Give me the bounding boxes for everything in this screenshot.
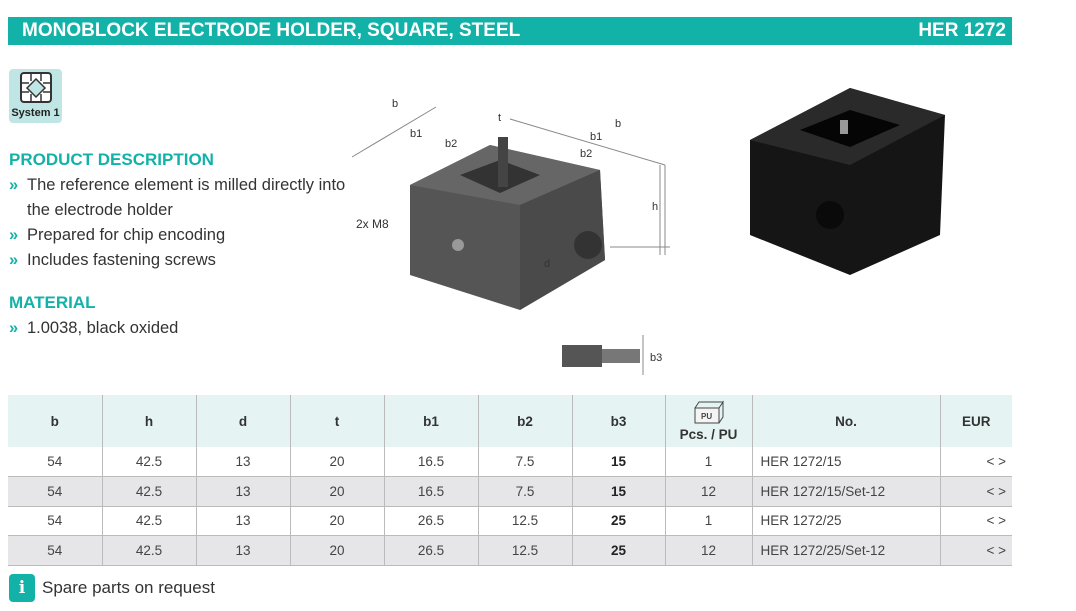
col-d: d <box>195 395 290 447</box>
cell-b2: 12.5 <box>477 506 572 536</box>
cell-d: 13 <box>195 535 290 566</box>
product-description-heading: PRODUCT DESCRIPTION <box>9 150 214 169</box>
dim-b3: b3 <box>650 352 662 364</box>
col-pcs-pu: PU Pcs. / PU <box>664 395 752 447</box>
cell-h: 42.5 <box>101 476 196 507</box>
dim-d: d <box>544 258 550 270</box>
description-list: The reference element is milled directly… <box>9 173 349 273</box>
dim-b-right: b <box>615 118 621 130</box>
cell-b3: 15 <box>571 476 665 507</box>
cell-eur[interactable]: < > <box>939 447 1012 477</box>
spare-parts-note: i Spare parts on request <box>9 574 215 602</box>
cell-h: 42.5 <box>101 447 196 477</box>
dim-b2-right: b2 <box>580 148 592 160</box>
cell-b1: 26.5 <box>383 535 478 566</box>
cell-b: 54 <box>8 476 102 507</box>
cell-eur[interactable]: < > <box>939 476 1012 507</box>
cell-pcs: 12 <box>664 535 752 566</box>
cell-t: 20 <box>289 476 384 507</box>
product-table: b h d t b1 b2 b3 PU Pcs. / PU No. EUR 54… <box>8 395 1012 566</box>
cell-eur[interactable]: < > <box>939 535 1012 566</box>
cell-b: 54 <box>8 447 102 477</box>
col-b2: b2 <box>477 395 572 447</box>
cell-pcs: 1 <box>664 447 752 477</box>
cell-no: HER 1272/15 <box>751 447 940 477</box>
dim-b1-right: b1 <box>590 131 602 143</box>
list-item: The reference element is milled directly… <box>9 173 349 223</box>
cell-d: 13 <box>195 476 290 507</box>
title-bar: MONOBLOCK ELECTRODE HOLDER, SQUARE, STEE… <box>8 17 1012 45</box>
cell-h: 42.5 <box>101 535 196 566</box>
cell-no: HER 1272/25 <box>751 506 940 536</box>
dim-t: t <box>498 112 501 124</box>
dim-b2: b2 <box>445 138 457 150</box>
cell-b1: 26.5 <box>383 506 478 536</box>
dim-b1: b1 <box>410 128 422 140</box>
cell-b2: 7.5 <box>477 447 572 477</box>
cell-no: HER 1272/25/Set-12 <box>751 535 940 566</box>
page-title: MONOBLOCK ELECTRODE HOLDER, SQUARE, STEE… <box>22 20 521 41</box>
cell-eur[interactable]: < > <box>939 506 1012 536</box>
screw-label: 2x M8 <box>356 217 389 231</box>
material-heading: MATERIAL <box>9 293 96 312</box>
info-icon: i <box>9 574 35 602</box>
technical-drawing: b b1 b2 t b b1 b2 h d 2x M8 b3 <box>351 98 670 375</box>
product-code: HER 1272 <box>918 20 1006 41</box>
cell-h: 42.5 <box>101 506 196 536</box>
system-badge: System 1 <box>9 69 62 123</box>
cell-b3: 25 <box>571 535 665 566</box>
cell-b1: 16.5 <box>383 476 478 507</box>
cell-b1: 16.5 <box>383 447 478 477</box>
col-b3: b3 <box>571 395 665 447</box>
product-photo <box>750 88 945 275</box>
cell-b3: 25 <box>571 506 665 536</box>
cell-d: 13 <box>195 506 290 536</box>
cell-b2: 12.5 <box>477 535 572 566</box>
material-list: 1.0038, black oxided <box>9 316 178 341</box>
table-header-row: b h d t b1 b2 b3 PU Pcs. / PU No. EUR <box>8 395 1012 447</box>
list-item: Includes fastening screws <box>9 248 349 273</box>
cell-pcs: 1 <box>664 506 752 536</box>
col-b: b <box>8 395 102 447</box>
col-no: No. <box>751 395 940 447</box>
col-h: h <box>101 395 196 447</box>
cell-b: 54 <box>8 506 102 536</box>
cell-pcs: 12 <box>664 476 752 507</box>
cell-b: 54 <box>8 535 102 566</box>
dim-h: h <box>652 201 658 213</box>
cell-b2: 7.5 <box>477 476 572 507</box>
system-icon <box>19 72 52 103</box>
list-item: Prepared for chip encoding <box>9 223 349 248</box>
cell-t: 20 <box>289 506 384 536</box>
cell-t: 20 <box>289 535 384 566</box>
cell-t: 20 <box>289 447 384 477</box>
list-item: 1.0038, black oxided <box>9 316 178 341</box>
col-eur: EUR <box>939 395 1012 447</box>
spare-parts-text: Spare parts on request <box>42 578 215 597</box>
cell-b3: 15 <box>571 447 665 477</box>
system-label: System 1 <box>11 107 60 119</box>
dim-b: b <box>392 98 398 110</box>
pcs-pu-label: Pcs. / PU <box>679 427 738 442</box>
col-b1: b1 <box>383 395 478 447</box>
package-icon: PU <box>694 400 724 424</box>
cell-no: HER 1272/15/Set-12 <box>751 476 940 507</box>
col-t: t <box>289 395 384 447</box>
cell-d: 13 <box>195 447 290 477</box>
pu-icon-label: PU <box>701 412 712 421</box>
